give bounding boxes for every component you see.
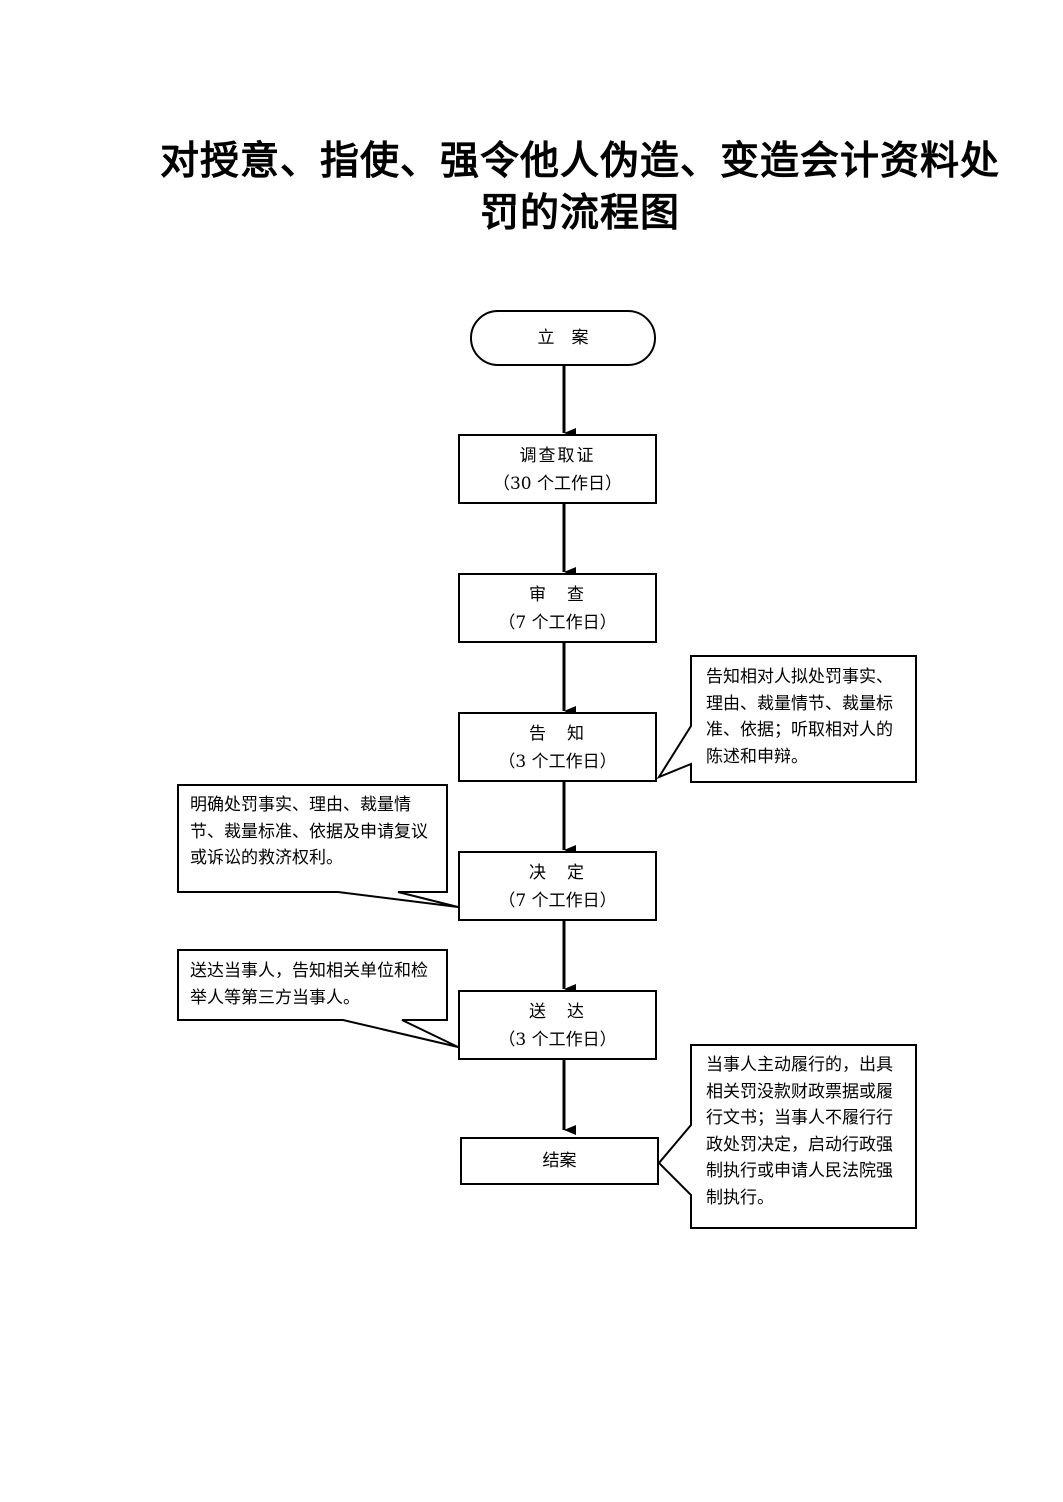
- node-review: 审 查 （7 个工作日）: [458, 573, 657, 643]
- note-deliver: 送达当事人，告知相关单位和检举人等第三方当事人。: [190, 958, 440, 1011]
- node-notify: 告 知 （3 个工作日）: [458, 712, 657, 782]
- node-review-label: 审 查: [529, 585, 586, 605]
- node-start: 立 案: [470, 310, 656, 366]
- node-close-label: 结案: [542, 1151, 577, 1171]
- node-deliver-label: 送 达: [529, 1002, 586, 1022]
- node-investigate: 调查取证 （30 个工作日）: [458, 434, 657, 504]
- note-close: 当事人主动履行的，出具相关罚没款财政票据或履行文书；当事人不履行行政处罚决定，启…: [706, 1052, 908, 1211]
- title-line-2: 罚的流程图: [479, 191, 680, 236]
- node-decide-label: 决 定: [529, 863, 586, 883]
- node-start-label: 立 案: [537, 328, 589, 348]
- node-deliver: 送 达 （3 个工作日）: [458, 990, 657, 1060]
- node-review-duration: （7 个工作日）: [498, 613, 617, 633]
- note-decide: 明确处罚事实、理由、裁量情节、裁量标准、依据及申请复议或诉讼的救济权利。: [190, 792, 440, 872]
- node-deliver-duration: （3 个工作日）: [498, 1030, 617, 1050]
- title-line-1: 对授意、指使、强令他人伪造、变造会计资料处: [159, 139, 1000, 184]
- node-close: 结案: [460, 1137, 659, 1185]
- node-investigate-duration: （30 个工作日）: [492, 474, 623, 494]
- node-notify-label: 告 知: [529, 724, 586, 744]
- node-decide-duration: （7 个工作日）: [498, 891, 617, 911]
- note-notify: 告知相对人拟处罚事实、理由、裁量情节、裁量标准、依据；听取相对人的陈述和申辩。: [706, 664, 908, 770]
- node-investigate-label: 调查取证: [519, 446, 596, 466]
- node-decide: 决 定 （7 个工作日）: [458, 851, 657, 921]
- node-notify-duration: （3 个工作日）: [498, 752, 617, 772]
